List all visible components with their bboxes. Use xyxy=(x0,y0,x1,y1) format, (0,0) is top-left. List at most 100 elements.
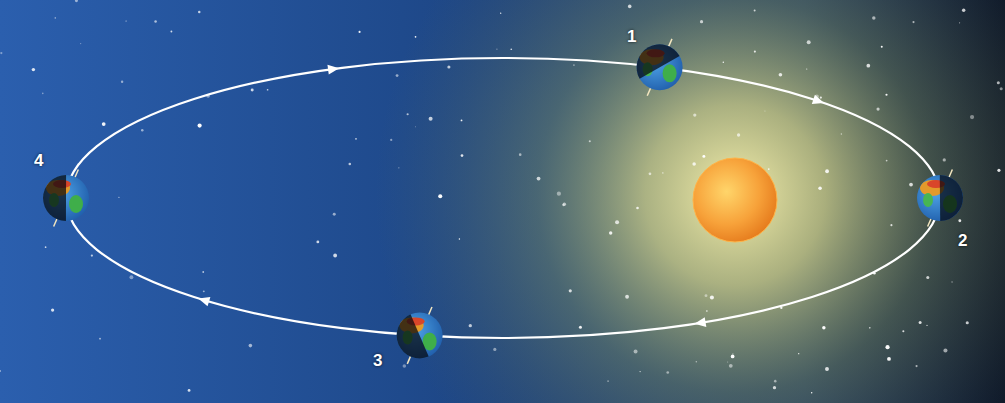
star xyxy=(129,275,133,279)
star xyxy=(461,120,463,122)
star xyxy=(649,172,652,175)
star xyxy=(727,361,728,362)
star xyxy=(563,203,566,206)
star xyxy=(886,160,888,162)
star xyxy=(634,350,638,354)
star xyxy=(447,65,450,68)
star xyxy=(609,231,612,234)
star xyxy=(99,338,101,340)
star xyxy=(636,207,639,210)
star xyxy=(333,213,336,216)
star xyxy=(267,89,269,91)
star xyxy=(997,169,1000,172)
star xyxy=(469,324,472,327)
star xyxy=(700,20,703,23)
callout-number: 2 xyxy=(958,232,967,249)
star xyxy=(798,353,799,354)
star xyxy=(866,64,870,68)
star xyxy=(0,52,2,54)
star xyxy=(45,246,47,248)
star xyxy=(0,370,1,372)
star xyxy=(732,353,733,354)
star xyxy=(333,254,337,258)
star xyxy=(822,326,825,329)
star xyxy=(438,194,442,198)
star xyxy=(493,348,496,351)
star xyxy=(962,8,965,11)
star xyxy=(764,110,765,111)
star xyxy=(80,43,81,44)
star xyxy=(970,115,974,119)
star xyxy=(811,392,812,393)
star xyxy=(997,81,1000,84)
star xyxy=(909,183,913,187)
star xyxy=(118,197,119,198)
earths xyxy=(43,39,963,364)
star xyxy=(496,49,497,50)
star xyxy=(806,68,807,69)
star xyxy=(188,389,191,392)
star xyxy=(958,219,961,222)
star xyxy=(692,162,696,166)
star xyxy=(396,74,399,77)
star xyxy=(355,138,357,140)
earth-globe xyxy=(637,44,683,90)
star xyxy=(773,386,776,389)
star xyxy=(569,289,572,292)
star xyxy=(702,155,705,158)
star xyxy=(407,113,409,115)
callout-number: 1 xyxy=(627,28,636,45)
earth-night-side xyxy=(637,44,680,78)
star xyxy=(459,238,460,239)
star xyxy=(625,295,629,299)
earth xyxy=(397,307,443,364)
star xyxy=(818,186,822,190)
orbit-arrowhead xyxy=(327,65,339,75)
orbit-arrows xyxy=(198,65,824,327)
star xyxy=(902,330,904,332)
star xyxy=(557,192,561,196)
star xyxy=(774,380,777,383)
star xyxy=(841,133,842,134)
star xyxy=(890,224,892,226)
star xyxy=(537,177,541,181)
earth-night-side xyxy=(940,175,963,221)
orbit-path xyxy=(66,58,940,338)
star xyxy=(510,48,512,50)
star xyxy=(729,364,733,368)
star xyxy=(403,364,407,368)
star xyxy=(398,167,399,168)
star xyxy=(51,308,54,311)
star xyxy=(943,348,947,352)
star xyxy=(198,11,201,14)
star xyxy=(696,361,698,363)
star xyxy=(589,140,591,142)
star-field xyxy=(0,0,1003,393)
star xyxy=(872,16,875,19)
star xyxy=(825,367,829,371)
star xyxy=(807,40,811,44)
star xyxy=(926,325,927,326)
star xyxy=(885,94,887,96)
earth-globe xyxy=(397,312,443,358)
star xyxy=(915,365,917,367)
star xyxy=(198,124,202,128)
star xyxy=(202,271,204,273)
star xyxy=(203,290,205,292)
star xyxy=(951,281,953,283)
star xyxy=(966,321,969,324)
star xyxy=(415,36,417,38)
star xyxy=(640,371,641,372)
callout-number: 4 xyxy=(34,152,43,169)
star xyxy=(607,380,609,382)
star xyxy=(573,64,575,66)
star xyxy=(55,17,56,18)
earth-globe xyxy=(43,175,89,221)
star xyxy=(959,22,960,23)
star xyxy=(91,254,93,256)
star xyxy=(876,107,879,110)
star xyxy=(348,163,351,166)
